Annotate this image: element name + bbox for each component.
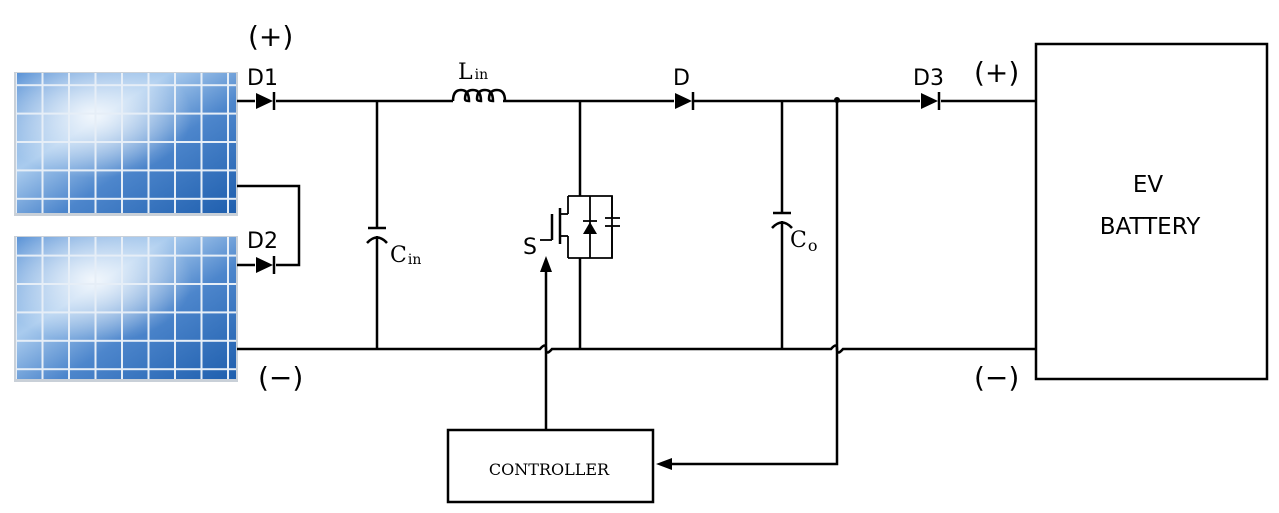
label-cin: Cin	[390, 243, 421, 268]
terminal-plus-left: (+)	[248, 20, 293, 53]
diode-d2	[256, 256, 276, 274]
battery-label-line2: BATTERY	[1100, 214, 1201, 240]
label-d3: D3	[913, 66, 944, 91]
bottom-rail	[237, 344, 1036, 354]
diode-d	[675, 92, 695, 110]
controller-box	[446, 428, 655, 504]
capacitor-co	[771, 101, 793, 349]
terminal-plus-right: (+)	[974, 56, 1019, 89]
solar-panel-2	[14, 236, 238, 382]
diode-d3	[921, 92, 941, 110]
terminal-minus-right: (−)	[974, 361, 1019, 394]
feedback-line	[656, 101, 839, 470]
terminal-minus-left: (−)	[258, 361, 303, 394]
label-d: D	[673, 66, 690, 91]
d2-branch	[237, 184, 301, 267]
mosfet-switch	[540, 101, 620, 349]
diode-d1	[256, 92, 276, 110]
top-rail	[237, 97, 1036, 103]
controller-label: CONTROLLER	[489, 460, 610, 479]
capacitor-cin	[366, 101, 388, 349]
solar-panel-1	[14, 72, 238, 216]
label-d2: D2	[247, 229, 278, 254]
battery-label-line1: EV	[1133, 172, 1164, 198]
label-co: Co	[790, 228, 817, 255]
inductor-lin	[451, 88, 507, 103]
ev-battery	[1034, 42, 1269, 381]
label-d1: D1	[247, 66, 278, 91]
gate-drive-line	[540, 256, 552, 430]
label-switch: S	[523, 235, 537, 260]
